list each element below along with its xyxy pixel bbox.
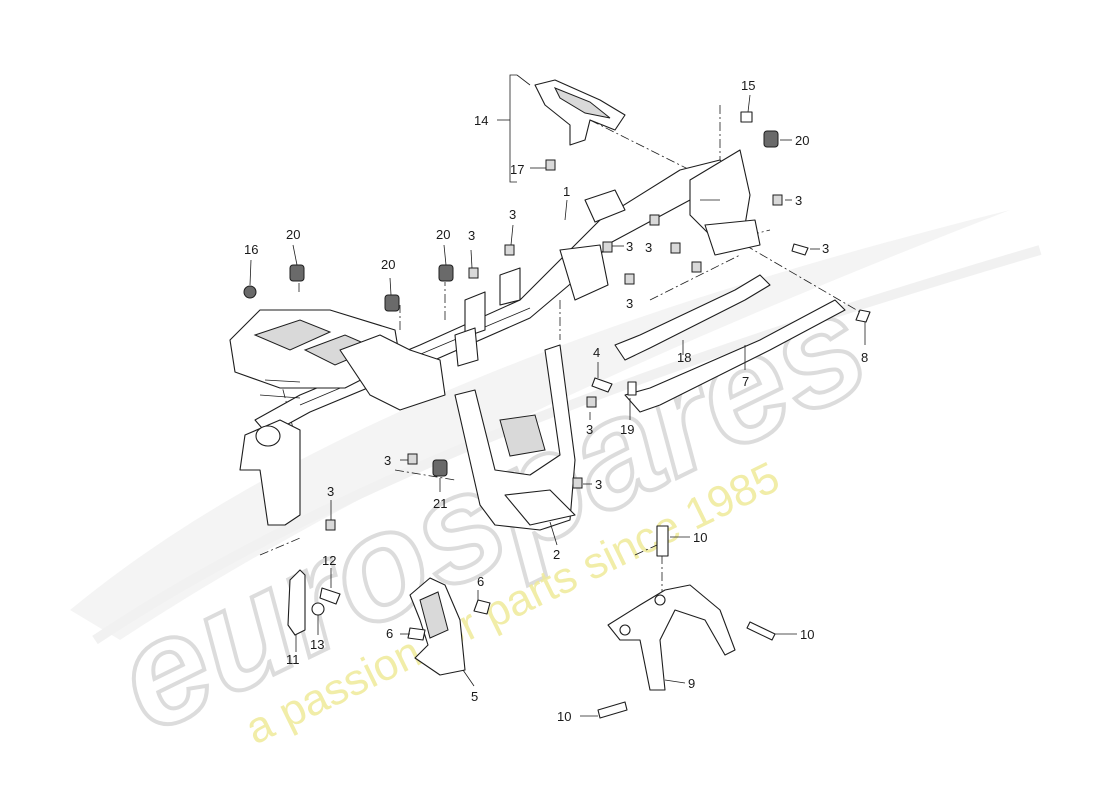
callout-3: 3 (645, 240, 652, 255)
callout-3: 3 (595, 477, 602, 492)
strut-part-7 (624, 299, 846, 413)
callout-3: 3 (468, 228, 475, 243)
callout-3: 3 (509, 207, 516, 222)
callout-10: 10 (800, 627, 814, 642)
callout-3: 3 (795, 193, 802, 208)
bolt-icon (243, 111, 871, 719)
callout-3: 3 (327, 484, 334, 499)
callout-10: 10 (557, 709, 571, 724)
callouts: 14 17 15 20 1 3 3 3 3 3 3 3 8 16 20 20 2… (244, 78, 868, 724)
callout-6: 6 (477, 574, 484, 589)
callout-20: 20 (436, 227, 450, 242)
callout-15: 15 (741, 78, 755, 93)
callout-20: 20 (381, 257, 395, 272)
callout-3: 3 (586, 422, 593, 437)
leader-lines (249, 74, 866, 717)
callout-10: 10 (693, 530, 707, 545)
callout-3: 3 (626, 296, 633, 311)
center-bracket-part-2 (454, 344, 576, 531)
callout-8: 8 (861, 350, 868, 365)
callout-3: 3 (384, 453, 391, 468)
bracket-part-14 (534, 79, 626, 146)
callout-1: 1 (563, 184, 570, 199)
strut-part-18 (614, 274, 771, 361)
callout-4: 4 (593, 345, 600, 360)
callout-2: 2 (553, 547, 560, 562)
fasteners (243, 111, 871, 719)
callout-17: 17 (510, 162, 524, 177)
callout-5: 5 (471, 689, 478, 704)
callout-19: 19 (620, 422, 634, 437)
callout-14: 14 (474, 113, 488, 128)
clip-icon (325, 159, 783, 531)
callout-3: 3 (626, 239, 633, 254)
callout-12: 12 (322, 553, 336, 568)
callout-13: 13 (310, 637, 324, 652)
callout-20: 20 (286, 227, 300, 242)
callout-7: 7 (742, 374, 749, 389)
callout-9: 9 (688, 676, 695, 691)
bracket-part-9 (607, 584, 736, 691)
callout-21: 21 (433, 496, 447, 511)
bracket-part-11 (287, 569, 306, 636)
callout-18: 18 (677, 350, 691, 365)
callout-6: 6 (386, 626, 393, 641)
cross-member-part-1 (229, 149, 761, 526)
callout-20: 20 (795, 133, 809, 148)
callout-11: 11 (286, 652, 300, 667)
grommet-icon (289, 130, 779, 477)
callout-16: 16 (244, 242, 258, 257)
callout-3: 3 (822, 241, 829, 256)
